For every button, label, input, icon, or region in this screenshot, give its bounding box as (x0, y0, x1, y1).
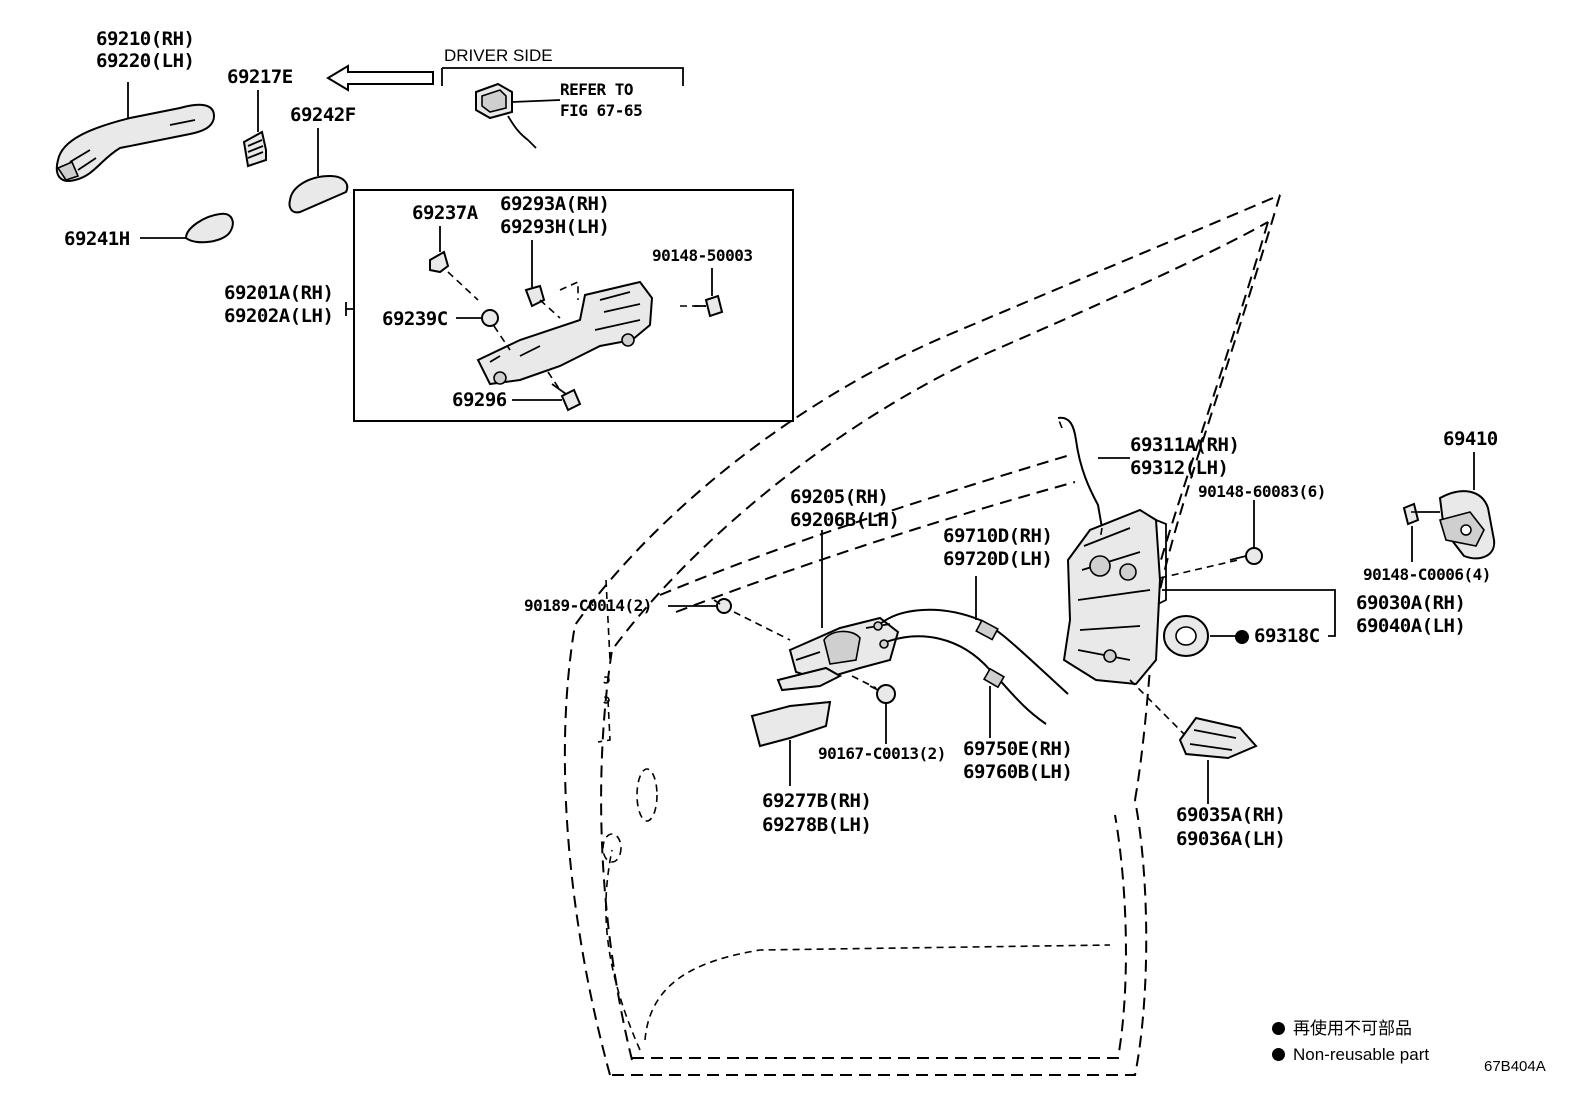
label-69293A: 69293A(RH) (500, 193, 610, 215)
assembly-line-screw (851, 675, 877, 689)
handle-pad-icon (184, 212, 234, 244)
legend-dot-icon (1272, 1048, 1285, 1061)
label-69237A: 69237A (412, 202, 478, 224)
label-69410: 69410 (1443, 428, 1498, 450)
screw-90148-60083-icon (1229, 547, 1263, 565)
door-lock-assembly-icon (1062, 508, 1167, 686)
driver-side-label: DRIVER SIDE (444, 46, 553, 65)
leader-69201A (345, 302, 354, 316)
label-90167-C0013: 90167-C0013(2) (818, 744, 946, 763)
assembly-line-lock-cover (1129, 679, 1185, 735)
assembly-line-lock-screw (1159, 559, 1239, 579)
label-69239C: 69239C (382, 308, 448, 330)
label-69760B: 69760B(LH) (963, 761, 1073, 783)
legend-en: Non-reusable part (1272, 1043, 1429, 1067)
legend-jp: 再使用不可部品 (1272, 1017, 1412, 1041)
handle-cover-icon (750, 700, 832, 748)
door-lock-cables-icon (873, 608, 1069, 725)
label-69241H: 69241H (64, 228, 130, 250)
label-69312: 69312(LH) (1130, 457, 1229, 479)
label-69036A: 69036A(LH) (1176, 828, 1286, 850)
label-69318C: 69318C (1254, 625, 1320, 647)
bracket-icon (524, 284, 546, 308)
label-90148-C0006: 90148-C0006(4) (1363, 565, 1491, 584)
assembly-line-rod (1057, 417, 1103, 541)
assembly-line-clip (733, 611, 791, 641)
screw-90167-C0013-icon (869, 684, 896, 704)
screw-90148-C0006-icon (1402, 502, 1440, 526)
label-69210: 69210(RH) (96, 28, 195, 50)
label-69206B: 69206B(LH) (790, 509, 900, 531)
label-69293H: 69293H(LH) (500, 216, 610, 238)
bezel-icon (776, 666, 843, 692)
legend-jp-text: 再使用不可部品 (1293, 1019, 1412, 1038)
label-69040A: 69040A(LH) (1356, 615, 1466, 637)
legend-dot-icon (1272, 1022, 1285, 1035)
label-69220: 69220(LH) (96, 50, 195, 72)
clip-90189-C0014-icon (713, 598, 732, 614)
frame-inset-box (353, 189, 794, 422)
figure-code: 67B404A (1484, 1058, 1546, 1075)
clip-icon (429, 250, 450, 274)
label-69217E: 69217E (227, 66, 293, 88)
label-69277B: 69277B(RH) (762, 790, 872, 812)
door-striker-icon (1438, 490, 1496, 560)
handle-frame-icon (476, 280, 654, 386)
label-69030A: 69030A(RH) (1356, 592, 1466, 614)
driver-side-arrow (326, 64, 684, 92)
label-69278B: 69278B(LH) (762, 814, 872, 836)
non-reusable-dot-69318C (1235, 630, 1249, 644)
refer-to-label: REFER TO (560, 80, 634, 99)
lock-cover-icon (1178, 716, 1258, 760)
leader-69030A (1162, 589, 1336, 637)
outer-door-handle-icon (55, 103, 216, 182)
label-69202A: 69202A(LH) (224, 305, 334, 327)
cushion-icon (481, 309, 499, 327)
lock-rod-icon (1057, 416, 1103, 529)
label-69035A: 69035A(RH) (1176, 804, 1286, 826)
lock-cover-ring-icon (1163, 615, 1209, 657)
label-69710D: 69710D(RH) (943, 525, 1053, 547)
handle-gasket-icon (288, 174, 349, 214)
inside-handle-icon (788, 616, 900, 682)
label-90148-50003: 90148-50003 (652, 246, 753, 265)
bolt-69296-icon (551, 383, 582, 412)
label-69201A: 69201A(RH) (224, 282, 334, 304)
label-69296: 69296 (452, 389, 507, 411)
key-cylinder-icon (475, 82, 561, 149)
label-69205: 69205(RH) (790, 486, 889, 508)
label-69720D: 69720D(LH) (943, 548, 1053, 570)
assembly-lines-inset (447, 271, 706, 391)
label-90189-C0014: 90189-C0014(2) (524, 596, 652, 615)
key-cylinder-cap-icon (242, 130, 267, 168)
label-69242F: 69242F (290, 104, 356, 126)
refer-fig-label: FIG 67-65 (560, 101, 643, 120)
label-69750E: 69750E(RH) (963, 738, 1073, 760)
legend-en-text: Non-reusable part (1293, 1045, 1430, 1064)
label-90148-60083: 90148-60083(6) (1198, 482, 1326, 501)
label-69311A: 69311A(RH) (1130, 434, 1240, 456)
